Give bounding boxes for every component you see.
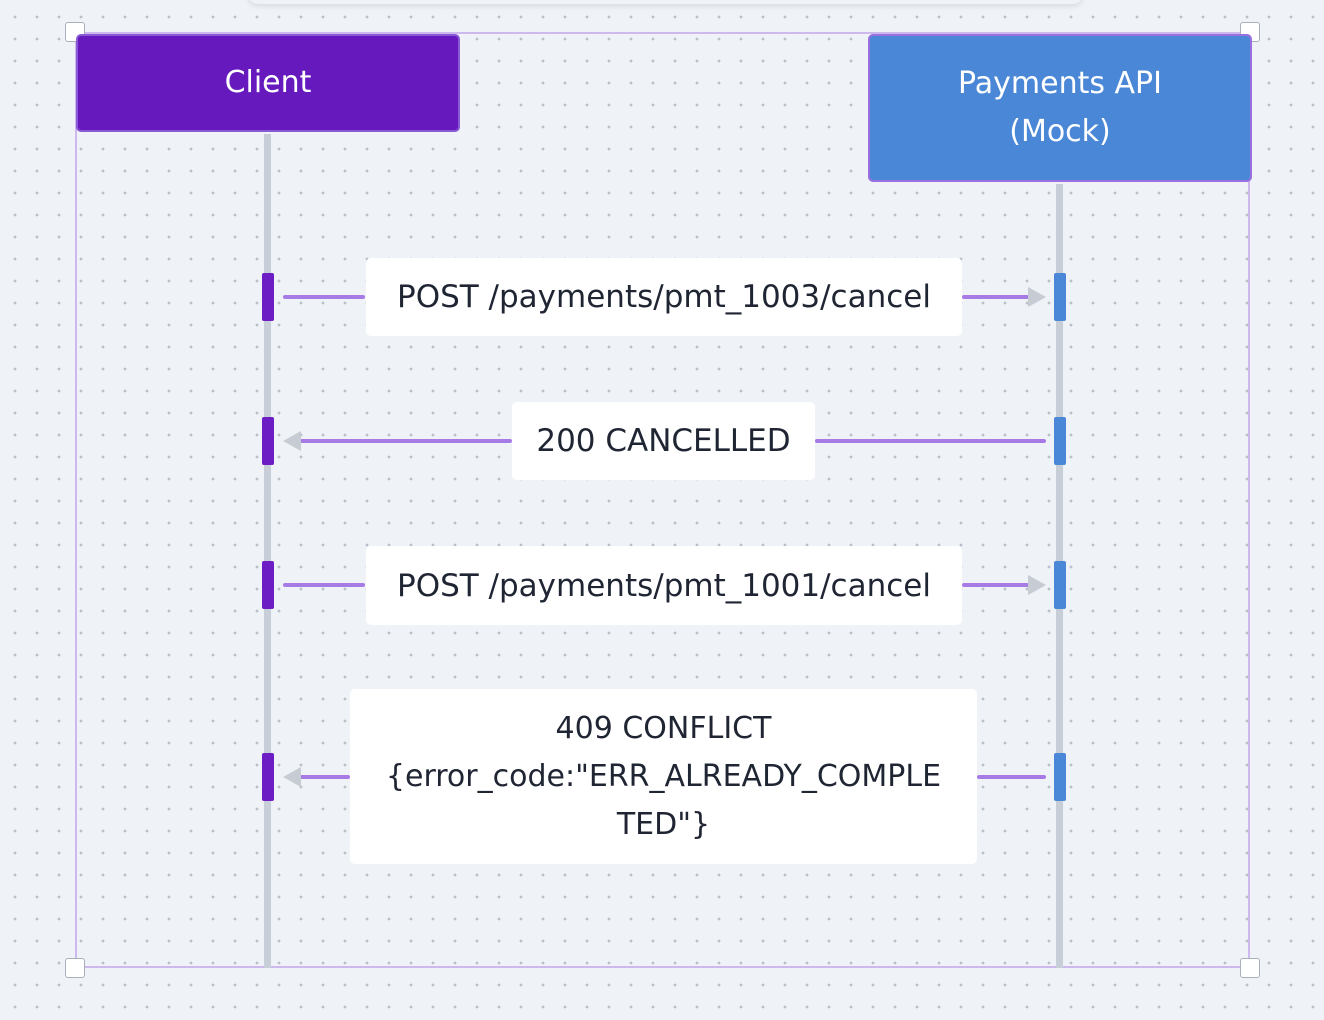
activation-api bbox=[1054, 753, 1066, 801]
activation-api bbox=[1054, 561, 1066, 609]
message-label[interactable]: 200 CANCELLED bbox=[512, 402, 815, 480]
resize-handle-bottom-left[interactable] bbox=[65, 958, 85, 978]
message-arrow bbox=[962, 295, 1034, 299]
resize-handle-bottom-right[interactable] bbox=[1240, 958, 1260, 978]
lifeline-client bbox=[264, 134, 271, 968]
activation-api bbox=[1054, 273, 1066, 321]
message-arrow bbox=[296, 775, 350, 779]
activation-client bbox=[262, 273, 274, 321]
arrow-head-left-icon bbox=[283, 431, 301, 451]
message-arrow bbox=[815, 439, 1046, 443]
participant-client[interactable]: Client bbox=[76, 34, 460, 132]
message-arrow bbox=[296, 439, 512, 443]
message-label[interactable]: 409 CONFLICT {error_code:"ERR_ALREADY_CO… bbox=[350, 689, 977, 864]
arrow-head-left-icon bbox=[283, 767, 301, 787]
arrow-head-right-icon bbox=[1028, 575, 1046, 595]
toolbar-shadow bbox=[248, 0, 1083, 4]
message-arrow bbox=[962, 583, 1034, 587]
activation-client bbox=[262, 753, 274, 801]
activation-client bbox=[262, 417, 274, 465]
activation-api bbox=[1054, 417, 1066, 465]
selection-frame[interactable] bbox=[75, 32, 1250, 968]
message-arrow bbox=[283, 295, 365, 299]
message-arrow bbox=[283, 583, 365, 587]
participant-payments-api[interactable]: Payments API (Mock) bbox=[868, 34, 1252, 182]
message-label[interactable]: POST /payments/pmt_1003/cancel bbox=[366, 258, 962, 336]
activation-client bbox=[262, 561, 274, 609]
message-label[interactable]: POST /payments/pmt_1001/cancel bbox=[366, 546, 962, 625]
arrow-head-right-icon bbox=[1028, 287, 1046, 307]
message-arrow bbox=[977, 775, 1046, 779]
